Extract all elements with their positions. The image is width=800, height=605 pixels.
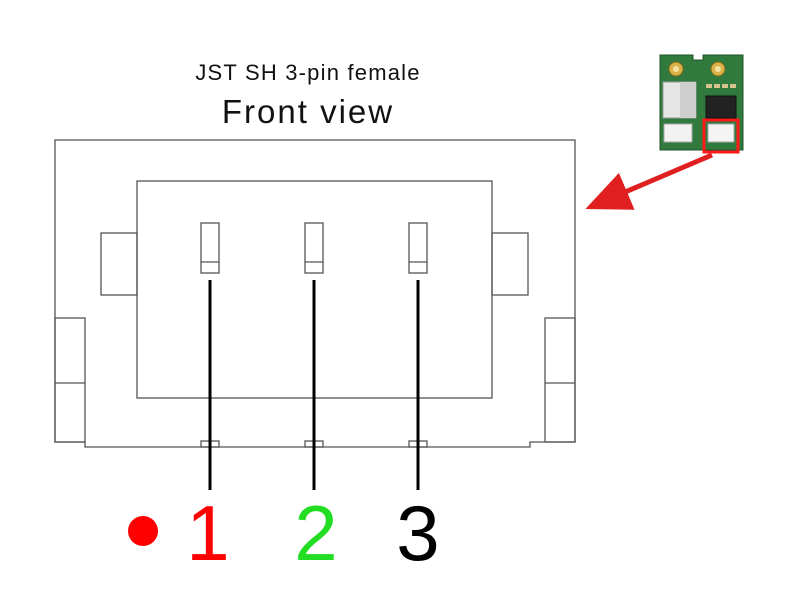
diagram-title: JST SH 3-pin female xyxy=(195,60,420,85)
pin-label-2: 2 xyxy=(294,489,337,577)
red-dot-icon xyxy=(128,516,158,546)
highlight-box xyxy=(702,118,740,154)
arrow-icon xyxy=(585,152,713,210)
pin2-contact xyxy=(304,222,324,274)
pin-label-1: 1 xyxy=(186,489,229,577)
pin-leads xyxy=(208,280,420,490)
pin-contacts xyxy=(200,222,428,274)
right-tab xyxy=(491,232,529,296)
pcb-module-icon xyxy=(659,54,744,154)
left-corner-block xyxy=(54,317,86,443)
pin1-contact xyxy=(200,222,220,274)
pin3-contact xyxy=(408,222,428,274)
pin-label-3: 3 xyxy=(396,489,439,577)
right-corner-block xyxy=(544,317,576,443)
diagram-subtitle: Front view xyxy=(222,93,394,130)
left-tab xyxy=(100,232,138,296)
